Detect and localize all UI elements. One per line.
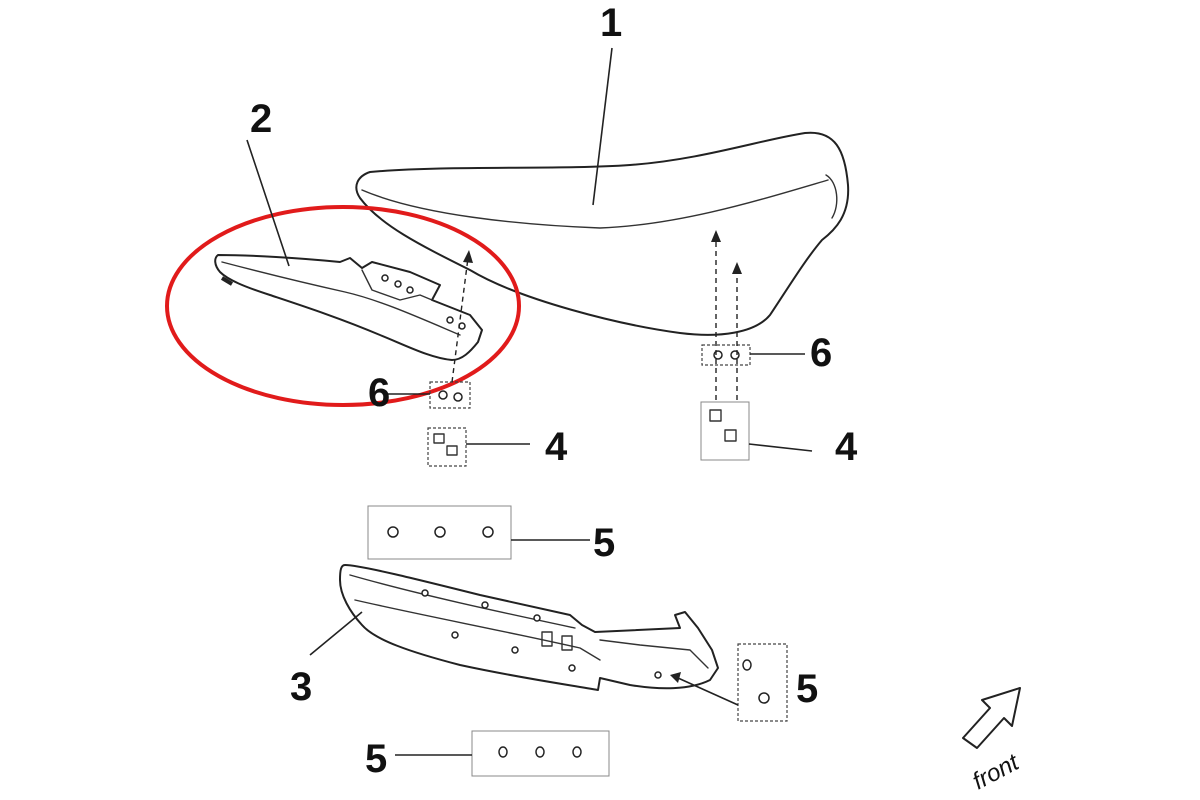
leader-seat-cover (246, 139, 290, 267)
fasteners-top-box (367, 505, 512, 560)
mount-icon (709, 409, 722, 422)
fasteners-bottom-box (471, 730, 610, 777)
cover-hole (394, 280, 402, 288)
clip-icon (713, 350, 723, 360)
washer-icon (572, 746, 582, 758)
frame-mount-studs (541, 631, 573, 651)
callout-fasteners-top: 5 (593, 521, 615, 565)
seat-outline (355, 131, 850, 336)
seat-part (355, 131, 850, 336)
front-indicator: front (962, 687, 1024, 795)
clip-icon (730, 350, 740, 360)
fasteners-bottom-frame (471, 730, 610, 777)
clips-right-box (701, 344, 751, 366)
seat-frame-outline (339, 564, 719, 691)
seat-rear-face (825, 174, 838, 219)
fastener-arrow (677, 677, 739, 706)
mounts-right-box (700, 401, 750, 461)
cover-hole (446, 316, 454, 324)
seat-top-edge (361, 179, 829, 229)
leader-seat (592, 47, 613, 206)
fasteners-right-box (737, 643, 788, 722)
arrowhead (670, 672, 681, 683)
assembly-arrows (451, 230, 742, 706)
mount-icon (446, 445, 458, 456)
nut-icon (434, 526, 446, 538)
nut-icon (758, 692, 770, 704)
seat-frame-tail (599, 639, 709, 669)
leader-mounts-right (748, 443, 813, 452)
seat-frame-holes (421, 589, 662, 679)
clips-right-frame (701, 344, 751, 366)
mount-icon (433, 433, 445, 444)
callout-seat-cover: 2 (250, 97, 272, 141)
frame-hole (511, 646, 519, 654)
clip-icon (453, 392, 463, 402)
frame-hole (654, 671, 662, 679)
callout-fasteners-right: 5 (796, 667, 818, 711)
callout-clips-left: 6 (368, 371, 390, 415)
callout-fasteners-bottom: 5 (365, 737, 387, 781)
clips-left-frame (429, 381, 471, 409)
mounts-left-frame (427, 427, 467, 467)
washer-icon (535, 746, 545, 758)
fasteners-right-frame (737, 643, 788, 722)
nut-icon (387, 526, 399, 538)
fasteners-top-frame (367, 505, 512, 560)
callout-mount-left: 4 (545, 425, 568, 469)
seat-cover-outline (214, 254, 483, 361)
seat-cover-part (214, 254, 483, 361)
seat-cover-bracket (361, 269, 433, 301)
callout-seat-frame: 3 (290, 665, 312, 709)
clips-left-box (429, 381, 471, 409)
mounts-left-box (427, 427, 467, 467)
washer-icon (498, 746, 508, 758)
arrowhead (463, 250, 473, 263)
clip-icon (438, 390, 448, 400)
callout-clips-right: 6 (810, 331, 832, 375)
callout-mount-right: 4 (835, 425, 858, 469)
seat-frame-top-rail (349, 574, 576, 629)
frame-hole (421, 589, 429, 597)
arrowhead (732, 262, 742, 274)
mounts-right-frame (700, 401, 750, 461)
leader-lines (246, 47, 813, 756)
seat-cover-holes (381, 274, 466, 330)
assembly-arrow-left (451, 257, 469, 383)
nut-icon (482, 526, 494, 538)
washer-icon (742, 659, 752, 671)
mount-stud (561, 635, 573, 651)
leader-seat-frame (309, 611, 363, 656)
seat-cover-ridge (221, 261, 461, 336)
frame-hole (568, 664, 576, 672)
mount-stud (541, 631, 553, 647)
callout-numbers: 1 2 3 4 4 5 5 5 6 6 (250, 1, 858, 781)
front-arrow-icon (962, 687, 1021, 749)
cover-notch (220, 276, 234, 286)
frame-hole (481, 601, 489, 609)
cover-hole (406, 286, 414, 294)
callout-seat: 1 (600, 1, 622, 45)
arrowhead (711, 230, 721, 242)
frame-hole (533, 614, 541, 622)
seat-frame-part (339, 564, 719, 691)
mount-icon (724, 429, 737, 442)
frame-hole (451, 631, 459, 639)
highlight-ellipse (165, 205, 521, 407)
cover-hole (381, 274, 389, 282)
front-label: front (968, 748, 1024, 795)
